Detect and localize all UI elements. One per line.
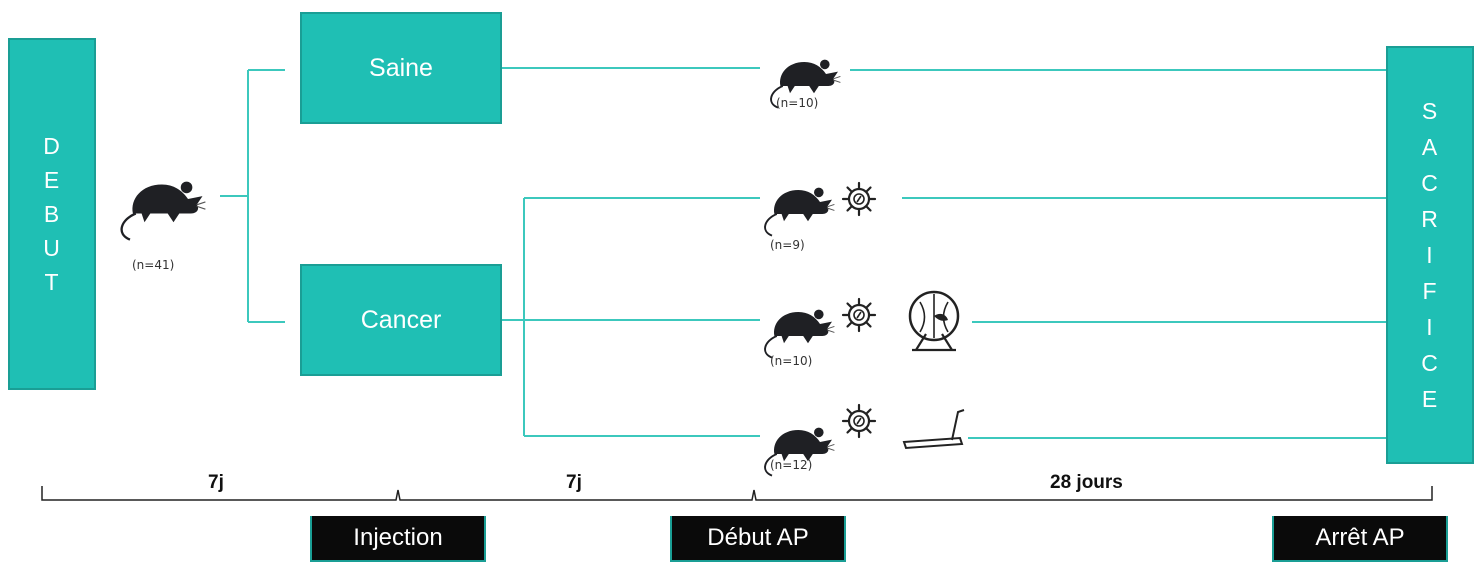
event-label: Injection (353, 524, 443, 551)
subgroup-count: (n=12) (770, 458, 813, 472)
running-wheel-icon (908, 290, 960, 352)
event-injection: Injection (310, 516, 486, 562)
end-letter: R (1421, 206, 1439, 232)
start-column: D E B U T (8, 38, 96, 390)
start-letter: U (43, 235, 61, 261)
cancer-group-label: Cancer (360, 305, 442, 334)
event-label: Arrêt AP (1315, 524, 1405, 551)
end-column: S A C R I F I C E (1386, 46, 1474, 464)
subgroup-count: (n=10) (770, 354, 813, 368)
event-start-activity: Début AP (670, 516, 846, 562)
initial-count: (n=41) (132, 258, 175, 272)
mouse-icon (764, 308, 836, 359)
healthy-group-label: Saine (369, 53, 433, 82)
end-letter: I (1426, 314, 1434, 340)
treadmill-icon (902, 409, 965, 450)
end-letter: C (1421, 170, 1439, 196)
period-label: 28 jours (1050, 472, 1123, 493)
event-label: Début AP (707, 524, 809, 551)
start-letter: B (43, 201, 61, 227)
end-letter: I (1426, 242, 1434, 268)
period-label: 7j (208, 472, 224, 493)
chemo-icon (841, 297, 877, 333)
end-letter: E (1421, 386, 1439, 412)
start-letter: D (43, 133, 61, 159)
period-label: 7j (566, 472, 582, 493)
start-letter: E (43, 167, 61, 193)
subgroup-count: (n=9) (770, 238, 805, 252)
chemo-icon (841, 403, 877, 439)
start-letter: T (44, 269, 60, 295)
end-letter: F (1422, 278, 1438, 304)
healthy-group-box: Saine (300, 12, 502, 124)
event-stop-activity: Arrêt AP (1272, 516, 1448, 562)
chemo-icon (841, 181, 877, 217)
end-letter: S (1421, 98, 1439, 124)
end-letter: C (1421, 350, 1439, 376)
mouse-icon (764, 186, 836, 237)
subgroup-count: (n=10) (776, 96, 819, 110)
mouse-icon (120, 180, 207, 241)
end-letter: A (1421, 134, 1439, 160)
cancer-group-box: Cancer (300, 264, 502, 376)
